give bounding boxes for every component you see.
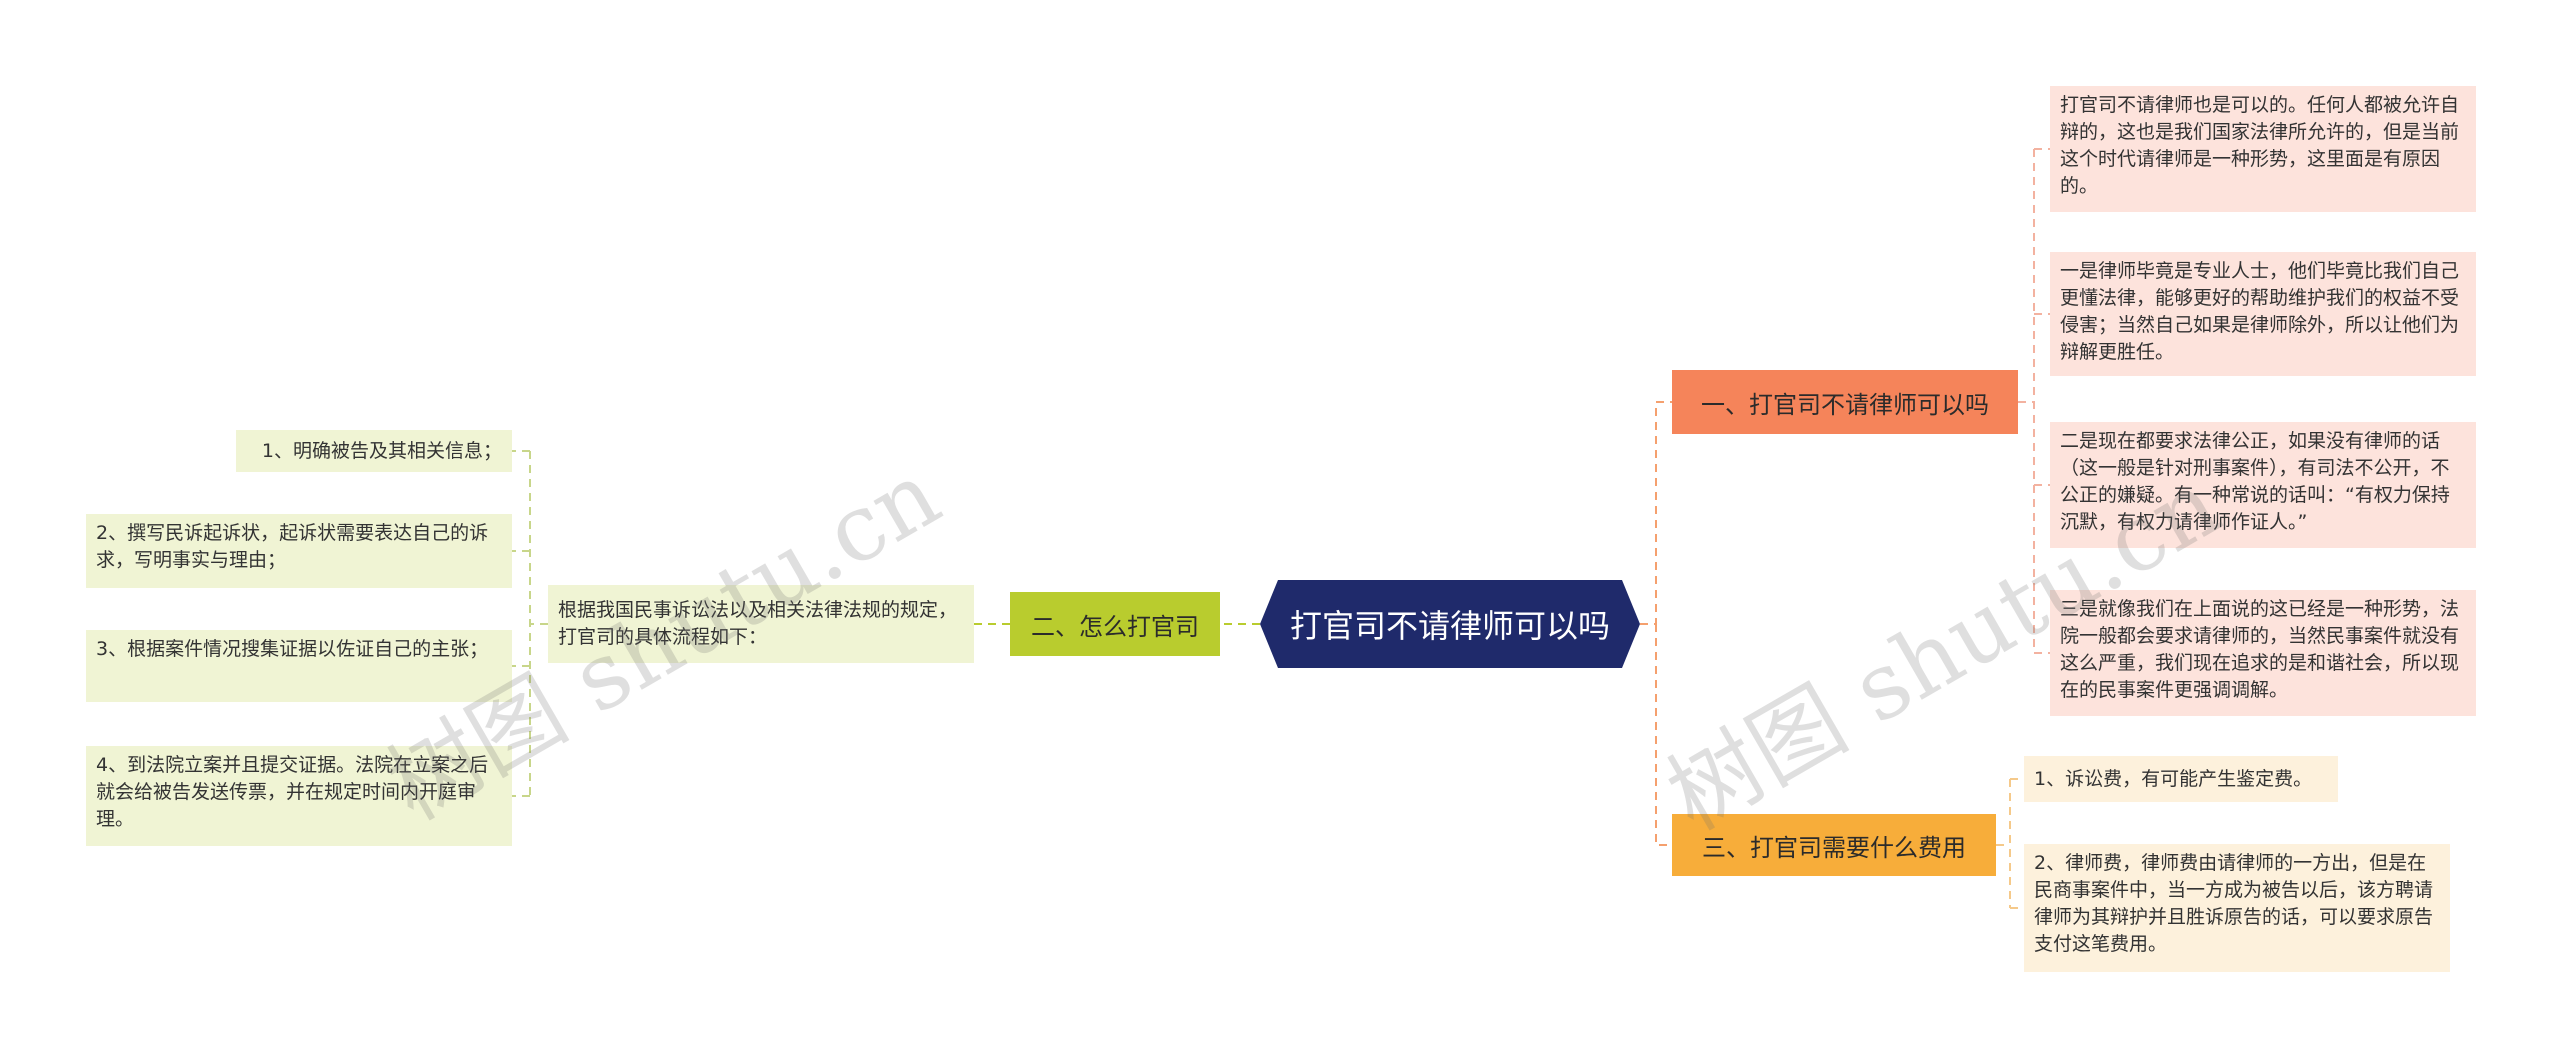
connector-intro-steps [512,450,548,797]
leaf-cost-2-text: 2、律师费，律师费由请律师的一方出，但是在民商事案件中，当一方成为被告以后，该方… [2034,852,2434,955]
leaf-cost-1-text: 1、诉讼费，有可能产生鉴定费。 [2034,767,2313,790]
connector-r1-items [2018,148,2050,654]
leaf-no-lawyer-4-text: 三是就像我们在上面说的这已经是一种形势，法院一般都会要求请律师的，当然民事案件就… [2060,598,2460,701]
leaf-step-3[interactable]: 3、根据案件情况搜集证据以佐证自己的主张； [86,630,512,702]
connector-root-right [1640,401,1672,846]
connector-r2-items [1996,778,2024,909]
leaf-no-lawyer-1-text: 打官司不请律师也是可以的。任何人都被允许自辩的，这也是我们国家法律所允许的，但是… [2060,94,2460,197]
leaf-cost-1[interactable]: 1、诉讼费，有可能产生鉴定费。 [2024,756,2338,802]
leaf-step-2[interactable]: 2、撰写民诉起诉状，起诉状需要表达自己的诉求，写明事实与理由； [86,514,512,588]
leaf-step-3-text: 3、根据案件情况搜集证据以佐证自己的主张； [96,638,489,660]
leaf-procedure-intro-text: 根据我国民事诉讼法以及相关法律法规的规定，打官司的具体流程如下： [558,599,958,648]
branch-no-lawyer[interactable]: 一、打官司不请律师可以吗 [1672,370,2018,434]
root-topic-label: 打官司不请律师可以吗 [1289,607,1610,645]
leaf-no-lawyer-2[interactable]: 一是律师毕竟是专业人士，他们毕竟比我们自己更懂法律，能够更好的帮助维护我们的权益… [2050,252,2476,376]
leaf-step-1[interactable]: 1、明确被告及其相关信息； [236,430,512,472]
leaf-no-lawyer-4[interactable]: 三是就像我们在上面说的这已经是一种形势，法院一般都会要求请律师的，当然民事案件就… [2050,590,2476,716]
leaf-no-lawyer-3[interactable]: 二是现在都要求法律公正，如果没有律师的话（这一般是针对刑事案件），有司法不公开，… [2050,422,2476,548]
branch-no-lawyer-label: 一、打官司不请律师可以吗 [1701,390,1989,419]
leaf-step-4-text: 4、到法院立案并且提交证据。法院在立案之后就会给被告发送传票，并在规定时间内开庭… [96,754,489,830]
leaf-step-1-text: 1、明确被告及其相关信息； [261,439,502,462]
branch-costs[interactable]: 三、打官司需要什么费用 [1672,814,1996,876]
branch-costs-label: 三、打官司需要什么费用 [1702,833,1966,862]
root-topic[interactable]: 打官司不请律师可以吗 [1260,580,1640,668]
leaf-no-lawyer-1[interactable]: 打官司不请律师也是可以的。任何人都被允许自辩的，这也是我们国家法律所允许的，但是… [2050,86,2476,212]
leaf-step-4[interactable]: 4、到法院立案并且提交证据。法院在立案之后就会给被告发送传票，并在规定时间内开庭… [86,746,512,846]
branch-how-to-sue-label: 二、怎么打官司 [1031,612,1199,641]
leaf-procedure-intro[interactable]: 根据我国民事诉讼法以及相关法律法规的规定，打官司的具体流程如下： [548,585,974,663]
branch-how-to-sue[interactable]: 二、怎么打官司 [1010,592,1220,656]
leaf-step-2-text: 2、撰写民诉起诉状，起诉状需要表达自己的诉求，写明事实与理由； [96,522,489,571]
leaf-no-lawyer-2-text: 一是律师毕竟是专业人士，他们毕竟比我们自己更懂法律，能够更好的帮助维护我们的权益… [2060,260,2460,363]
leaf-no-lawyer-3-text: 二是现在都要求法律公正，如果没有律师的话（这一般是针对刑事案件），有司法不公开，… [2060,430,2450,533]
leaf-cost-2[interactable]: 2、律师费，律师费由请律师的一方出，但是在民商事案件中，当一方成为被告以后，该方… [2024,844,2450,972]
